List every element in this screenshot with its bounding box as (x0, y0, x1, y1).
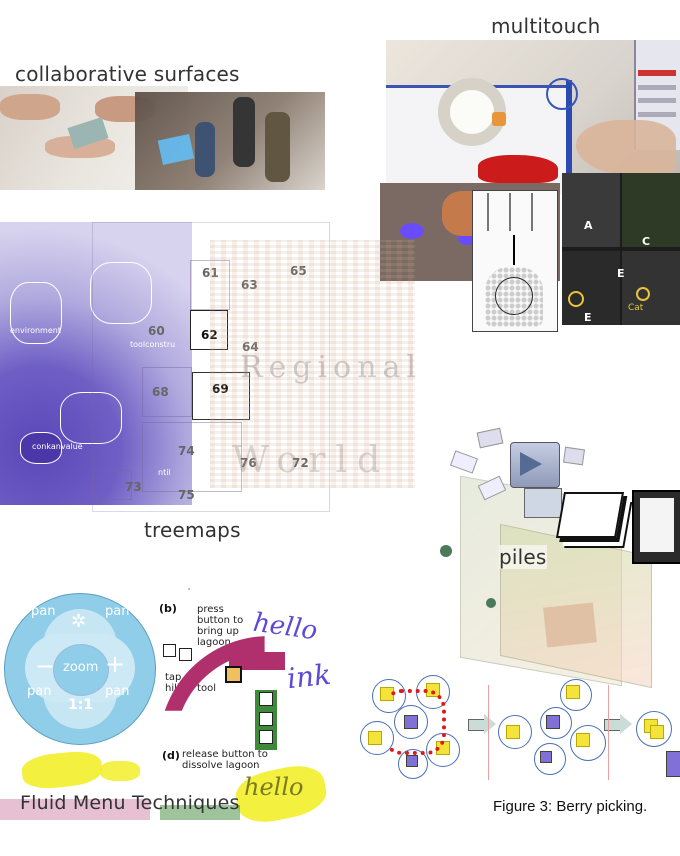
zoom-ratio-button[interactable]: 1:1 (68, 697, 94, 713)
lagoon-d-text: release button to dissolve lagoon (182, 749, 268, 771)
lagoon-b-text: press button to bring up lagoon (197, 604, 244, 648)
treemaps-label: treemaps (144, 518, 241, 542)
treemap-word-environment: environment (10, 326, 61, 335)
collaborative-label: collaborative surfaces (15, 62, 240, 86)
doc-icon (449, 450, 479, 474)
treemap-word-toolconstru: toolconstru (130, 340, 176, 349)
watermark-world: World (232, 440, 390, 481)
multitouch-photo (386, 40, 680, 195)
pan-top-right[interactable]: pan (105, 604, 130, 619)
gesture-label-e2: E (584, 311, 592, 324)
zoom-text: zoom (63, 660, 99, 675)
lagoon-d-label: (d) (162, 749, 180, 762)
piles-label: piles (499, 545, 547, 569)
doc-icon (476, 427, 504, 449)
watermark-regional: Regional (240, 350, 423, 385)
gesture-label-cat: Cat (628, 303, 644, 313)
zoom-menu[interactable]: pan pan pan pan zoom − + 1:1 ✲ (4, 593, 156, 745)
word-treemap: Regional World (210, 240, 416, 488)
squarified-treemap: 61 62 63 64 65 60 68 69 74 76 72 73 75 (92, 222, 330, 590)
star-icon[interactable]: ✲ (71, 611, 87, 632)
treemap-num-75: 75 (178, 488, 195, 502)
hiliter-tool-icon[interactable] (225, 666, 242, 683)
treemap-word-conkanvalue: conkanvalue (32, 442, 83, 451)
treemap-num-74: 74 (178, 444, 195, 458)
doc-icon (524, 488, 562, 518)
gesture-label-a: A (584, 219, 593, 232)
treemap-num-60: 60 (148, 324, 165, 338)
pan-bottom-right[interactable]: pan (105, 684, 130, 699)
gesture-panel (472, 190, 558, 332)
tool-icon[interactable] (259, 692, 273, 706)
berry-caption: Figure 3: Berry picking. (493, 798, 648, 815)
gesture-label-e1: E (617, 267, 625, 280)
doc-icon (562, 446, 586, 466)
red-car (478, 155, 558, 183)
gesture-label-c: C (642, 235, 651, 248)
multitouch-label: multitouch (491, 14, 601, 38)
treemap-num-61: 61 (202, 266, 219, 280)
file-stack-icon (555, 492, 625, 538)
treemap-num-63: 63 (241, 278, 258, 292)
zoom-out-icon[interactable]: − (35, 652, 56, 680)
ink-ink: ink (285, 657, 333, 696)
treemap-num-62: 62 (201, 328, 218, 342)
treemap-num-72: 72 (292, 456, 309, 470)
treemap-num-65: 65 (290, 264, 307, 278)
lagoon-b-label: (b) (159, 602, 177, 615)
zoom-in-icon[interactable]: + (105, 650, 126, 678)
fluid-label: Fluid Menu Techniques (20, 792, 240, 814)
treemap-word-ntil: ntil (158, 468, 171, 477)
collaborative-photo-right (135, 92, 325, 190)
treemap-num-76: 76 (240, 456, 257, 470)
berry-path (382, 689, 446, 755)
pan-top-left[interactable]: pan (31, 604, 56, 619)
tool-icon[interactable] (259, 712, 273, 726)
ink-hello-2: hello (244, 773, 304, 801)
voronoi-treemap: environment toolconstru conkanvalue ntil (0, 222, 192, 505)
gesture-grid: A C E E Cat (562, 173, 680, 325)
zoom-center (53, 644, 109, 696)
lagoon-panel-d: (d) release button to dissolve lagoon he… (0, 745, 355, 828)
piles-perspective (440, 427, 680, 690)
treemap-num-68: 68 (152, 385, 169, 399)
tm-cell-62 (190, 310, 228, 350)
treemap-num-69: 69 (212, 382, 229, 396)
treemap-num-64: 64 (242, 340, 259, 354)
berry-figure (360, 665, 680, 785)
tool-icon[interactable] (259, 730, 273, 744)
treemap-num-73: 73 (125, 480, 142, 494)
tool-icon[interactable] (179, 648, 192, 661)
tool-icon[interactable] (163, 644, 176, 657)
pan-bottom-left[interactable]: pan (27, 684, 52, 699)
tm-cell-69 (188, 588, 190, 590)
lagoon-panel-b: (b) press button to bring up lagoon tap … (155, 600, 355, 750)
